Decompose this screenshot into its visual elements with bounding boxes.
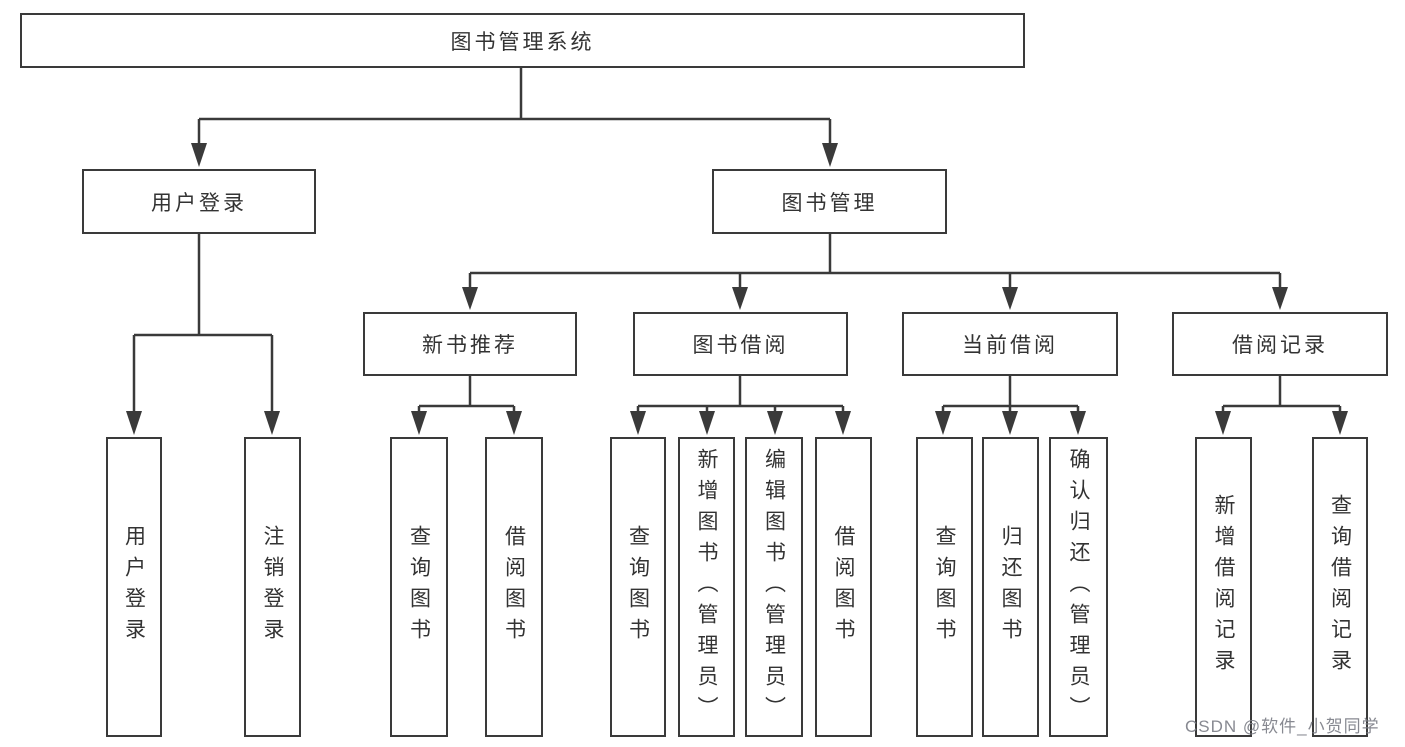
node-label: 用户登录 xyxy=(122,525,146,649)
leaf-query-books-borrowing: 查询图书 xyxy=(610,437,666,737)
node-label: 注销登录 xyxy=(261,525,284,649)
leaf-query-borrow-record: 查询借阅记录 xyxy=(1312,437,1368,737)
node-label: 新增借阅记录 xyxy=(1212,494,1235,680)
node-book-management: 图书管理 xyxy=(712,169,947,234)
node-label: 当前借阅 xyxy=(962,334,1058,357)
node-label: 查询借阅记录 xyxy=(1328,494,1352,680)
leaf-add-borrow-record: 新增借阅记录 xyxy=(1195,437,1252,737)
node-label: 确认归还（管理员） xyxy=(1067,447,1090,727)
leaf-query-books-recommend: 查询图书 xyxy=(390,437,448,737)
node-user-login: 用户登录 xyxy=(82,169,316,234)
node-new-book-recommend: 新书推荐 xyxy=(363,312,577,376)
node-library-system: 图书管理系统 xyxy=(20,13,1025,68)
arrowheads xyxy=(126,143,1348,435)
node-label: 查询图书 xyxy=(626,525,650,649)
node-current-borrowing: 当前借阅 xyxy=(902,312,1118,376)
leaf-borrow-books-recommend: 借阅图书 xyxy=(485,437,543,737)
node-borrowing-records: 借阅记录 xyxy=(1172,312,1388,376)
node-label: 新书推荐 xyxy=(422,334,518,357)
leaf-edit-books-admin: 编辑图书（管理员） xyxy=(745,437,803,737)
node-label: 新增图书（管理员） xyxy=(695,447,718,727)
node-label: 查询图书 xyxy=(407,525,431,649)
leaf-borrow-books: 借阅图书 xyxy=(815,437,872,737)
node-label: 借阅图书 xyxy=(832,525,855,649)
node-label: 图书管理 xyxy=(781,191,878,215)
leaf-logout: 注销登录 xyxy=(244,437,301,737)
node-book-borrowing: 图书借阅 xyxy=(633,312,848,376)
leaf-user-login: 用户登录 xyxy=(106,437,162,737)
node-label: 图书借阅 xyxy=(692,334,789,357)
node-label: 查询图书 xyxy=(933,525,956,649)
node-label: 编辑图书（管理员） xyxy=(762,447,786,727)
leaf-add-books-admin: 新增图书（管理员） xyxy=(678,437,735,737)
leaf-query-books-current: 查询图书 xyxy=(916,437,973,737)
leaf-return-books: 归还图书 xyxy=(982,437,1039,737)
node-label: 借阅图书 xyxy=(502,525,526,649)
leaf-confirm-return-admin: 确认归还（管理员） xyxy=(1049,437,1108,737)
node-label: 借阅记录 xyxy=(1232,334,1328,357)
node-label: 用户登录 xyxy=(151,191,247,215)
csdn-watermark: CSDN @软件_小贺同学 xyxy=(1185,717,1380,736)
node-label: 归还图书 xyxy=(999,525,1022,649)
node-label: 图书管理系统 xyxy=(450,30,595,54)
